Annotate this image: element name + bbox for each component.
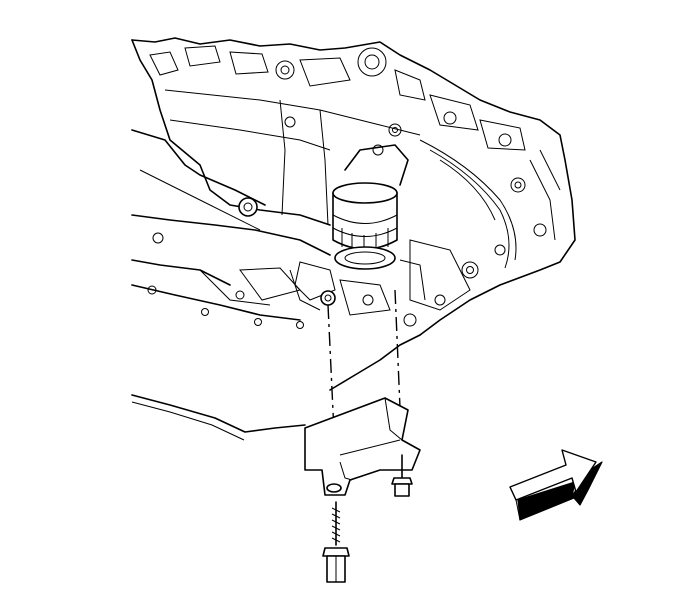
splash-shield: [304, 397, 421, 496]
filter-mount: [294, 261, 391, 316]
oil-filter: [332, 144, 409, 270]
shield-bolt: [322, 501, 350, 583]
shield-stud-nut: [391, 454, 413, 497]
engine-block: [131, 37, 576, 336]
oil-pan: [131, 129, 421, 441]
front-arrow-icon: [509, 449, 603, 521]
